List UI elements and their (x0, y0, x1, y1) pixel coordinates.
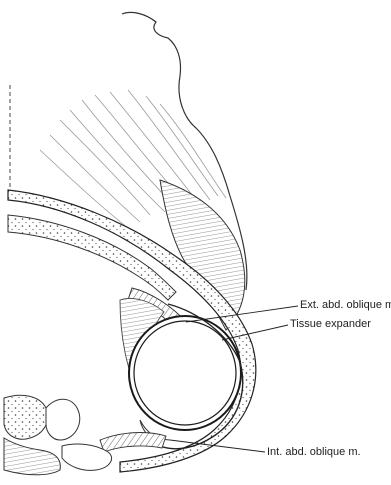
tissue-expander-label: Tissue expander (290, 318, 371, 331)
ext-oblique-label: Ext. abd. oblique m. (300, 299, 391, 312)
bowel-loops (4, 395, 112, 475)
int-oblique-muscle (100, 433, 166, 452)
int-oblique-label: Int. abd. oblique m. (267, 446, 361, 459)
subcutaneous-layer (8, 215, 176, 300)
tissue-expander (129, 316, 241, 430)
